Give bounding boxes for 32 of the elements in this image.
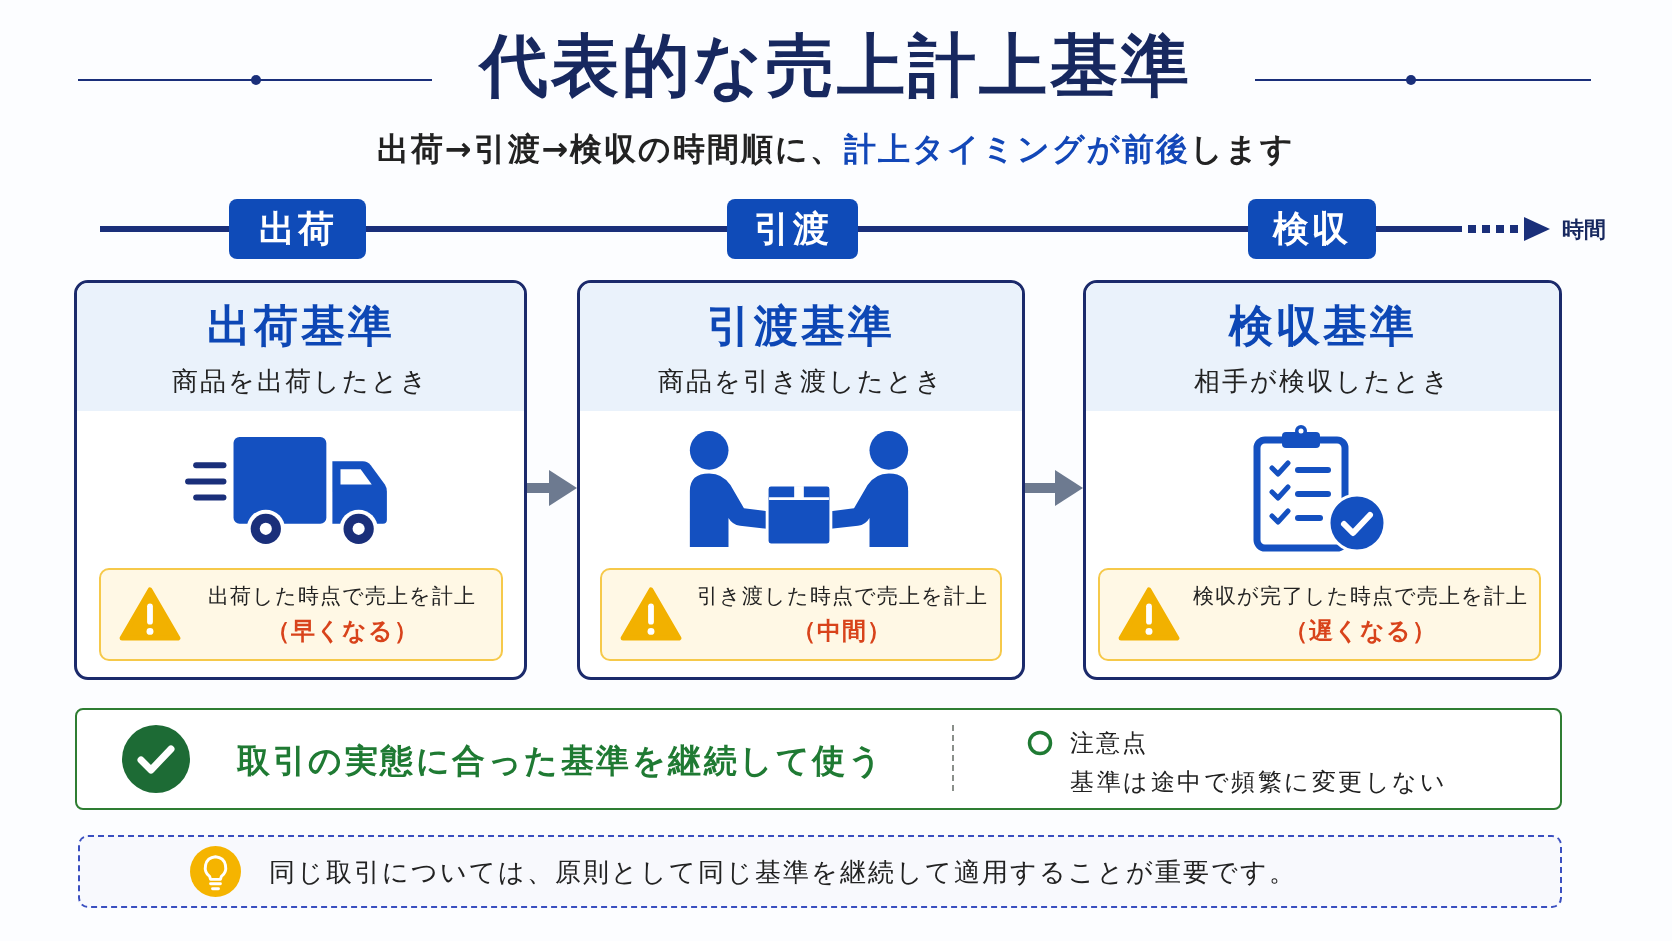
key-point-panel: [75, 708, 1562, 810]
tip-text: 同じ取引については、原則として同じ基準を継続して適用することが重要です。: [269, 856, 1297, 888]
caution-heading: 注意点: [1070, 728, 1148, 758]
criterion-card: [577, 280, 1025, 680]
axis-label: 時間: [1562, 216, 1606, 244]
criterion-card: [74, 280, 527, 680]
warning-note: [600, 568, 1002, 661]
tip-panel: [78, 835, 1562, 908]
card-title: 出荷基準: [206, 300, 395, 352]
note-emphasis: （早くなる）: [265, 616, 419, 646]
stage-tag: 出荷: [229, 199, 366, 259]
note-text: 引き渡した時点で売上を計上: [696, 583, 988, 609]
note-emphasis: （中間）: [792, 616, 892, 646]
arrow: [527, 470, 577, 506]
criterion-card: [1083, 280, 1562, 680]
stage-tag: 引渡: [727, 199, 858, 259]
card-title: 引渡基準: [707, 300, 895, 352]
note-emphasis: （遅くなる）: [1284, 616, 1437, 646]
note-text: 検収が完了した時点で売上を計上: [1193, 583, 1528, 609]
warning-note: [99, 568, 503, 661]
arrow: [1025, 470, 1083, 506]
warning-note: [1098, 568, 1541, 661]
key-point-text: 取引の実態に合った基準を継続して使う: [237, 741, 884, 781]
stage-tag: 検収: [1248, 199, 1376, 259]
caution-text: 基準は途中で頻繁に変更しない: [1070, 767, 1447, 797]
subtitle: 出荷→引渡→検収の時間順に、計上タイミングが前後します: [376, 130, 1296, 168]
card-subtitle: 相手が検収したとき: [1194, 365, 1451, 397]
card-title: 検収基準: [1228, 300, 1417, 352]
note-text: 出荷した時点で売上を計上: [208, 583, 476, 609]
page-title: 代表的な売上計上基準: [480, 28, 1192, 104]
card-subtitle: 商品を引き渡したとき: [658, 365, 944, 397]
card-subtitle: 商品を出荷したとき: [172, 365, 429, 397]
